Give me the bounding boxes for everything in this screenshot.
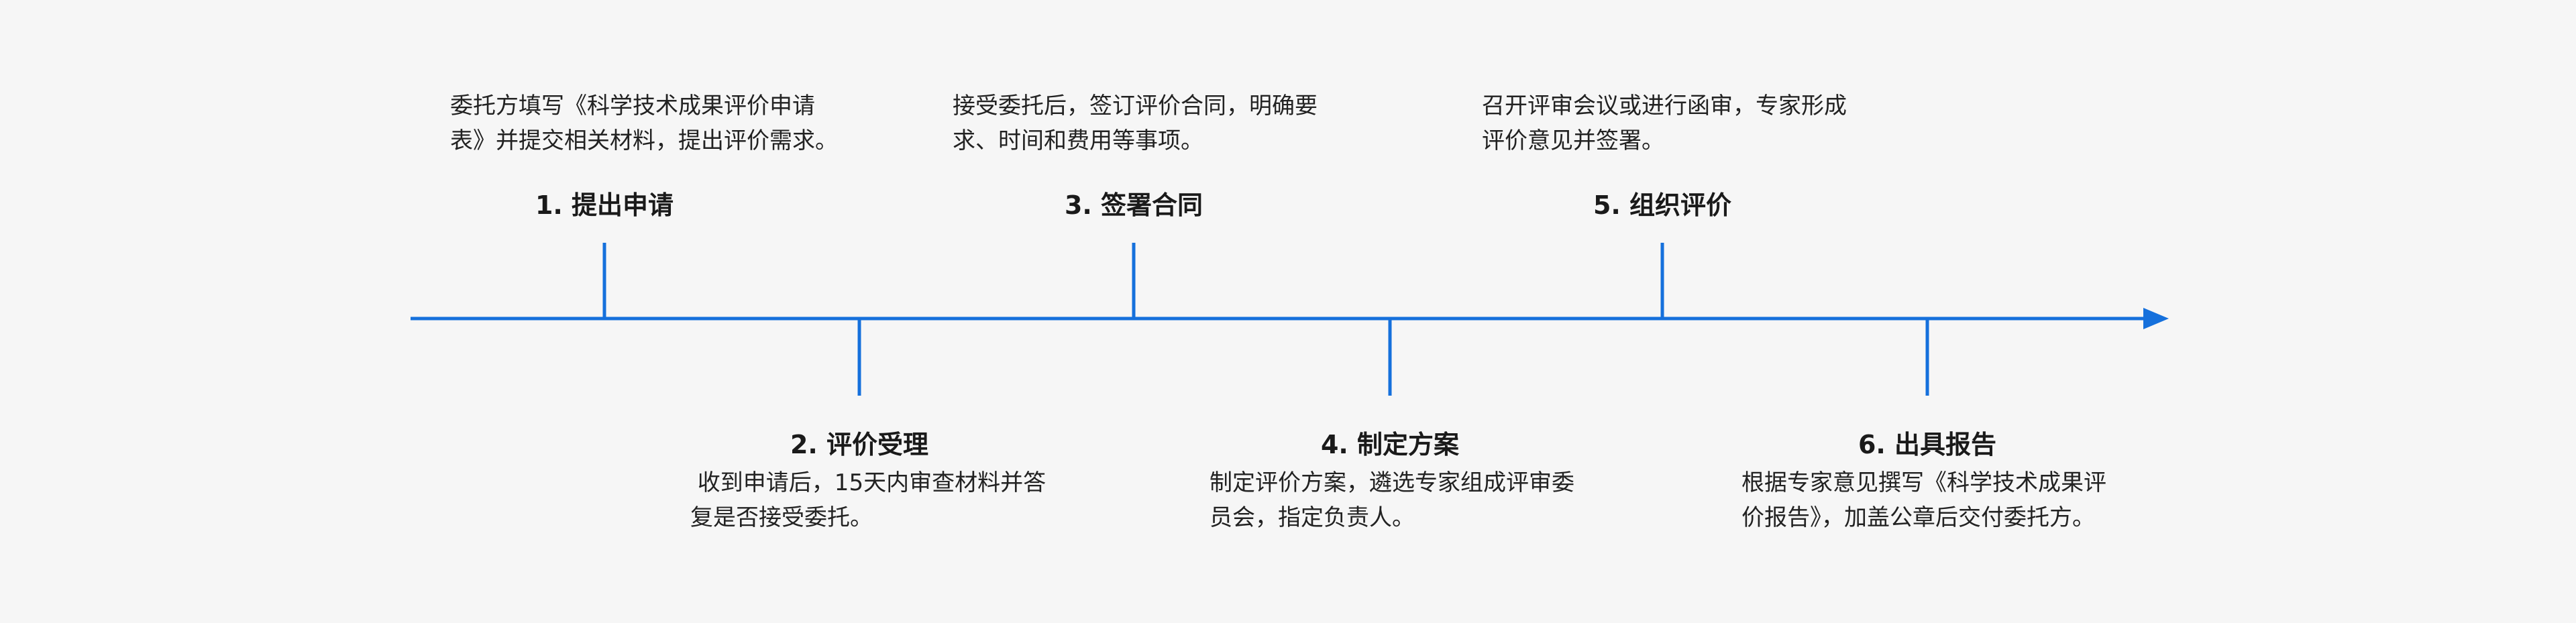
description-line: 制定评价方案，遴选专家组成评审委 [1210,469,1574,496]
step-3-description: 接受委托后，签订评价合同，明确要 求、时间和费用等事项。 [953,89,1318,158]
step-5-description: 召开评审会议或进行函审，专家形成 评价意见并签署。 [1482,89,1847,158]
description-line: 接受委托后，签订评价合同，明确要 [953,93,1318,119]
description-line: 复是否接受委托。 [690,504,873,531]
description-line: 收到申请后，15天内审查材料并答 [690,469,1046,496]
description-line: 根据专家意见撰写《科学技术成果评 [1741,469,2106,496]
step-1-description: 委托方填写《科学技术成果评价申请 表》并提交相关材料，提出评价需求。 [450,89,838,158]
step-2-title: 2. 评价受理 [790,430,929,459]
step-3-title: 3. 签署合同 [1064,190,1203,220]
step-5-title: 5. 组织评价 [1593,190,1732,220]
description-line: 价报告》，加盖公章后交付委托方。 [1741,504,2095,531]
step-4-title: 4. 制定方案 [1320,430,1460,459]
description-line: 员会，指定负责人。 [1210,504,1415,531]
description-line: 表》并提交相关材料，提出评价需求。 [450,127,838,154]
description-line: 评价意见并签署。 [1482,127,1664,154]
description-line: 求、时间和费用等事项。 [953,127,1203,154]
description-line: 召开评审会议或进行函审，专家形成 [1482,93,1847,119]
arrow-head-icon [2143,308,2169,329]
step-6-description: 根据专家意见撰写《科学技术成果评 价报告》，加盖公章后交付委托方。 [1741,465,2106,535]
step-4-description: 制定评价方案，遴选专家组成评审委 员会，指定负责人。 [1210,465,1574,535]
description-line: 委托方填写《科学技术成果评价申请 [450,93,815,119]
step-2-description: 收到申请后，15天内审查材料并答 复是否接受委托。 [690,465,1046,535]
step-1-title: 1. 提出申请 [535,190,674,220]
step-6-title: 6. 出具报告 [1858,430,1997,459]
